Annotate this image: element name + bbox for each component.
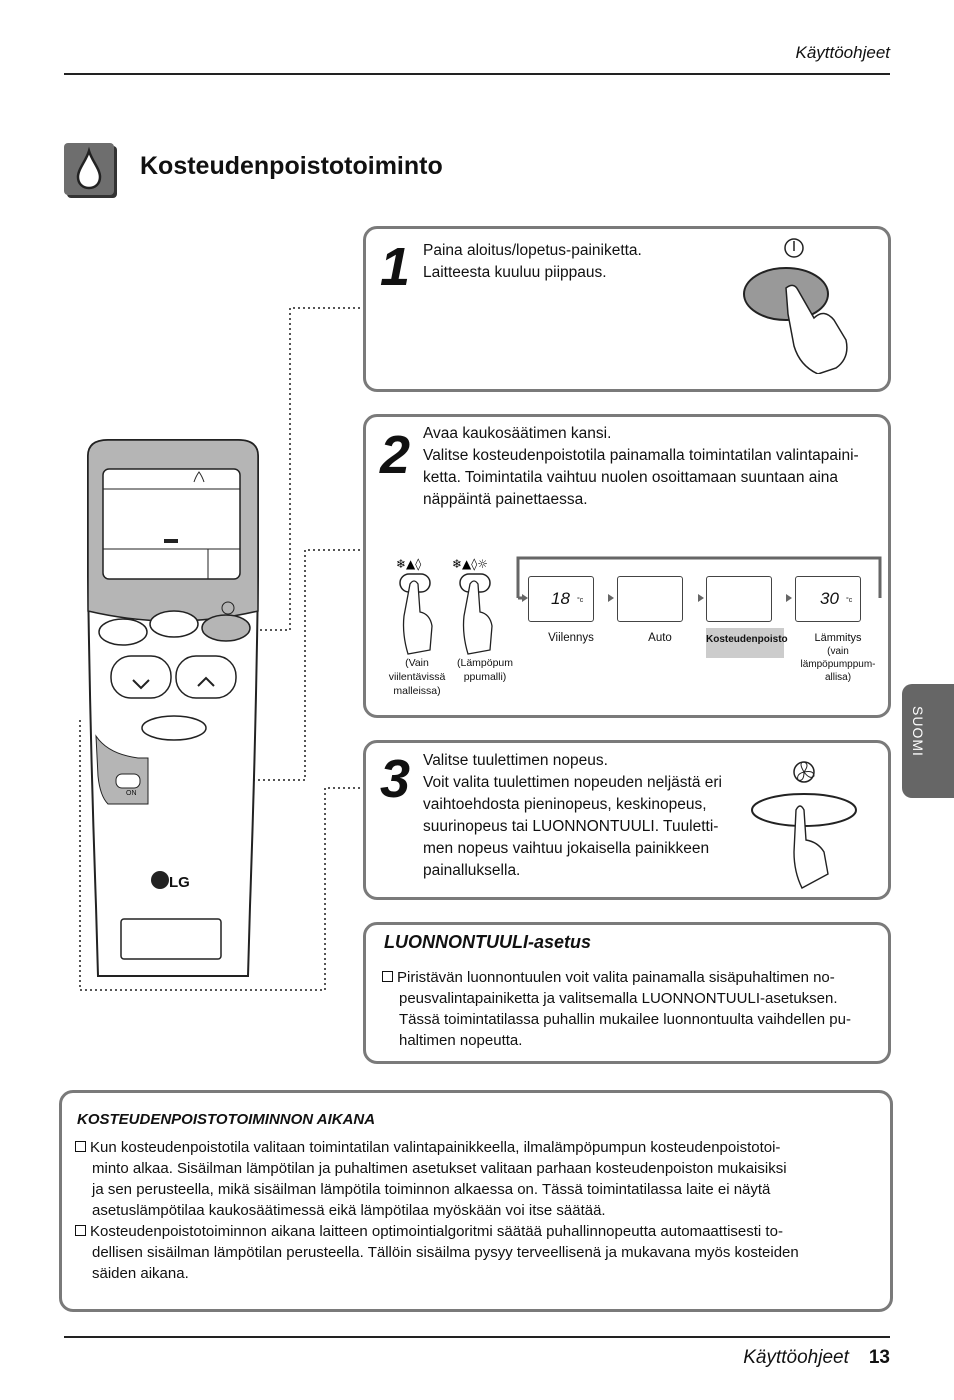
- footer-title: Käyttöohjeet: [743, 1347, 849, 1368]
- step-3-text: Valitse tuulettimen nopeus.Voit valita t…: [423, 752, 723, 879]
- checkbox-bullet-icon: [75, 1225, 86, 1236]
- droplet-icon: [64, 143, 114, 195]
- lcd-auto: [617, 576, 683, 622]
- power-button-press-icon: [743, 238, 848, 374]
- label-cooling: Viilennys: [548, 632, 594, 644]
- svg-text:❄▲◊: ❄▲◊: [396, 557, 421, 571]
- step-2-number: 2: [380, 425, 411, 485]
- step-1-text: Paina aloitus/lopetus-painiketta.Laittee…: [423, 242, 642, 281]
- footer-rule: [64, 1336, 890, 1338]
- svg-text:❄▲◊☼: ❄▲◊☼: [452, 557, 488, 571]
- natural-wind-box: [363, 922, 891, 1064]
- dehumidify-info-box: [59, 1090, 893, 1312]
- step-3-number: 3: [380, 749, 411, 809]
- lcd-cooling: 18 °c: [528, 576, 594, 622]
- label-auto: Auto: [648, 632, 672, 644]
- info-bullet-2: Kosteudenpoistotoiminnon aikana laitteen…: [75, 1221, 875, 1284]
- info-title: KOSTEUDENPOISTOTOIMINNON AIKANA: [77, 1111, 376, 1128]
- step-2-box: [363, 414, 891, 718]
- checkbox-bullet-icon: [382, 971, 393, 982]
- natural-wind-text: Piristävän luonnontuulen voit valita pai…: [382, 967, 882, 1051]
- language-tab: SUOMI: [902, 684, 954, 798]
- info-bullet-1: Kun kosteudenpoistotila valitaan toimint…: [75, 1137, 875, 1221]
- label-dehumidify: Kosteudenpoisto: [706, 628, 788, 658]
- remote-control: [87, 439, 259, 977]
- mode-cycle-arrow: [516, 556, 882, 602]
- fan-button-press-icon: [751, 761, 857, 889]
- footer: Käyttöohjeet 13: [743, 1347, 890, 1369]
- mode-buttons-press-icon: ❄▲◊ ❄▲◊☼: [396, 557, 493, 655]
- natural-wind-title: LUONNONTUULI-asetus: [384, 932, 592, 952]
- running-title: Käyttöohjeet: [795, 43, 890, 62]
- page-number: 13: [868, 1347, 890, 1368]
- remote-on-label: ON: [126, 790, 137, 797]
- header-rule: [64, 73, 890, 75]
- lcd-heating: 30 °c: [795, 576, 861, 622]
- step-2-text: Avaa kaukosäätimen kansi.Valitse kosteud…: [423, 425, 859, 508]
- page-title: Kosteudenpoistotoiminto: [140, 152, 443, 180]
- checkbox-bullet-icon: [75, 1141, 86, 1152]
- lcd-dehumidify: [706, 576, 772, 622]
- step-1-number: 1: [380, 237, 411, 297]
- lg-logo: LG: [169, 874, 190, 891]
